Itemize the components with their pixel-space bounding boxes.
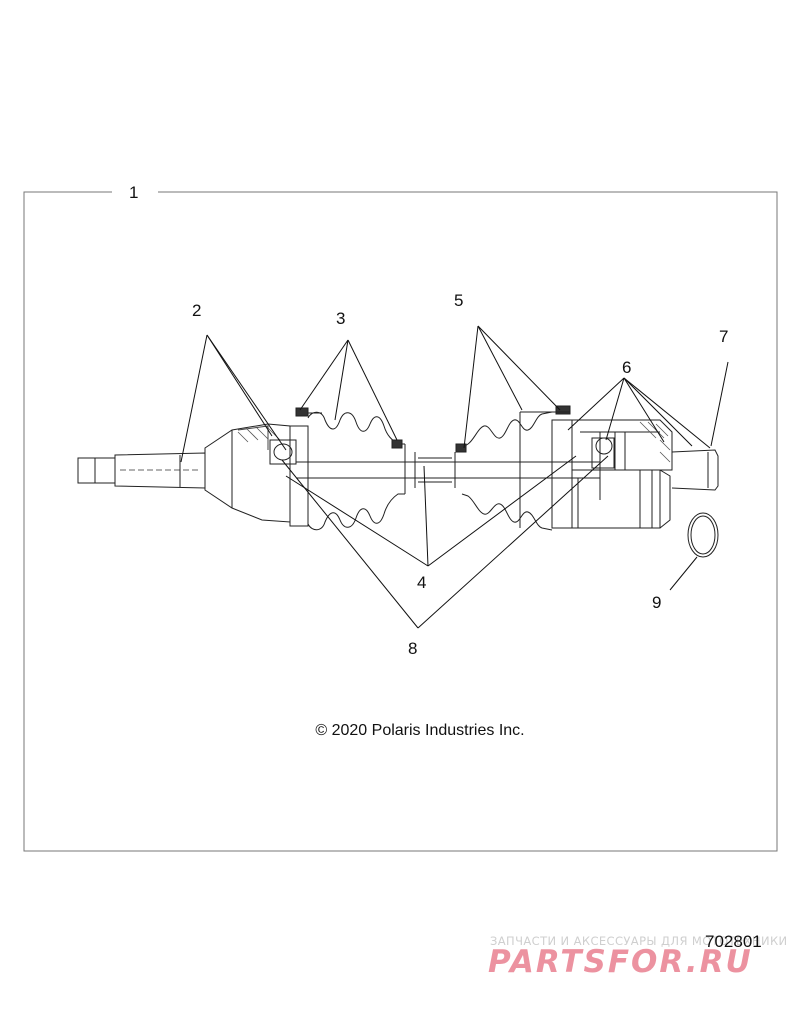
callout-9: 9	[652, 593, 662, 612]
drive-shaft-drawing	[78, 406, 718, 557]
watermark-logo: PARTSFOR.RU	[488, 944, 753, 980]
callout-3: 3	[336, 309, 346, 328]
callout-1: 1	[129, 183, 139, 202]
diagram-frame	[24, 192, 777, 851]
callout-7: 7	[719, 327, 729, 346]
leader-lines	[181, 326, 728, 628]
copyright-notice: © 2020 Polaris Industries Inc.	[315, 722, 525, 739]
callout-8: 8	[408, 639, 418, 658]
callout-6: 6	[622, 358, 632, 377]
callout-5: 5	[454, 291, 464, 310]
callout-2: 2	[192, 301, 202, 320]
watermark-tagline: ЗАПЧАСТИ И АКСЕССУАРЫ ДЛЯ МОТОТЕХНИКИ	[490, 934, 788, 948]
drawing-number: 702801	[705, 932, 762, 951]
callout-4: 4	[417, 573, 427, 592]
